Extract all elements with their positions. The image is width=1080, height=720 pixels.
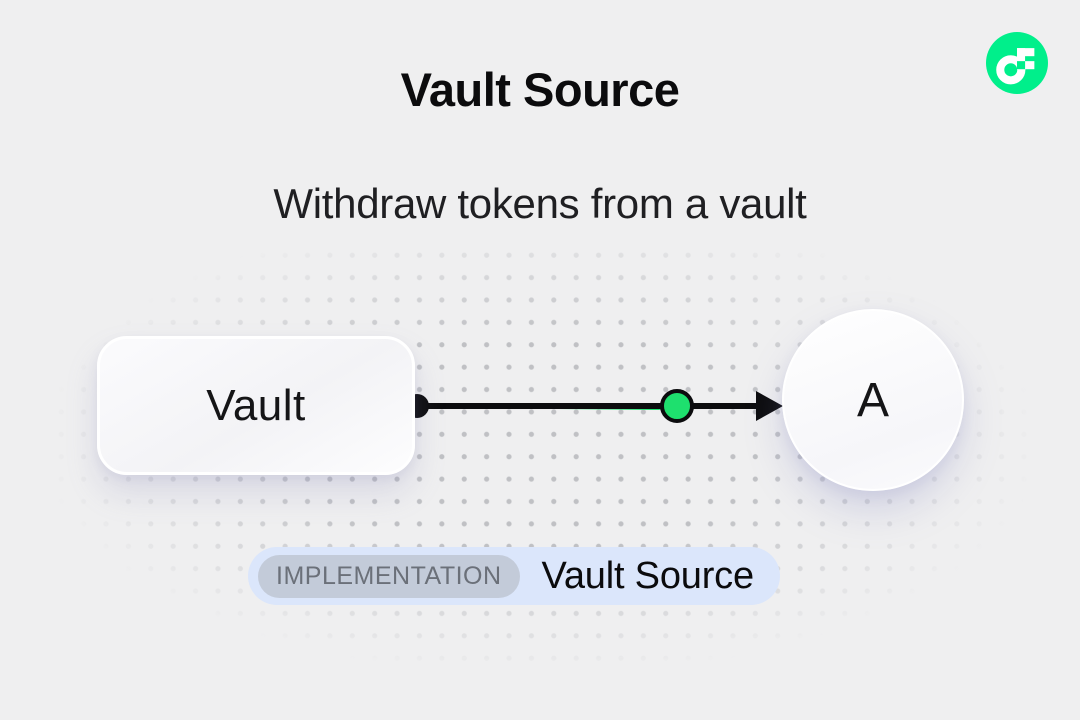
- arrowhead-icon: [756, 391, 783, 421]
- receiver-node-label: A: [856, 373, 889, 427]
- receiver-node: A: [782, 309, 964, 491]
- page-subtitle: Withdraw tokens from a vault: [273, 180, 807, 227]
- implementation-label: Vault Source: [541, 554, 755, 597]
- page-title: Vault Source: [400, 63, 680, 116]
- connector-line: [417, 403, 763, 409]
- implementation-badge: IMPLEMENTATION Vault Source: [248, 547, 780, 605]
- vault-node-label: Vault: [206, 380, 306, 430]
- implementation-tag: IMPLEMENTATION: [258, 554, 520, 598]
- flow-logo-icon: [986, 32, 1048, 94]
- token-dot: [660, 389, 694, 423]
- vault-node: Vault: [97, 336, 415, 475]
